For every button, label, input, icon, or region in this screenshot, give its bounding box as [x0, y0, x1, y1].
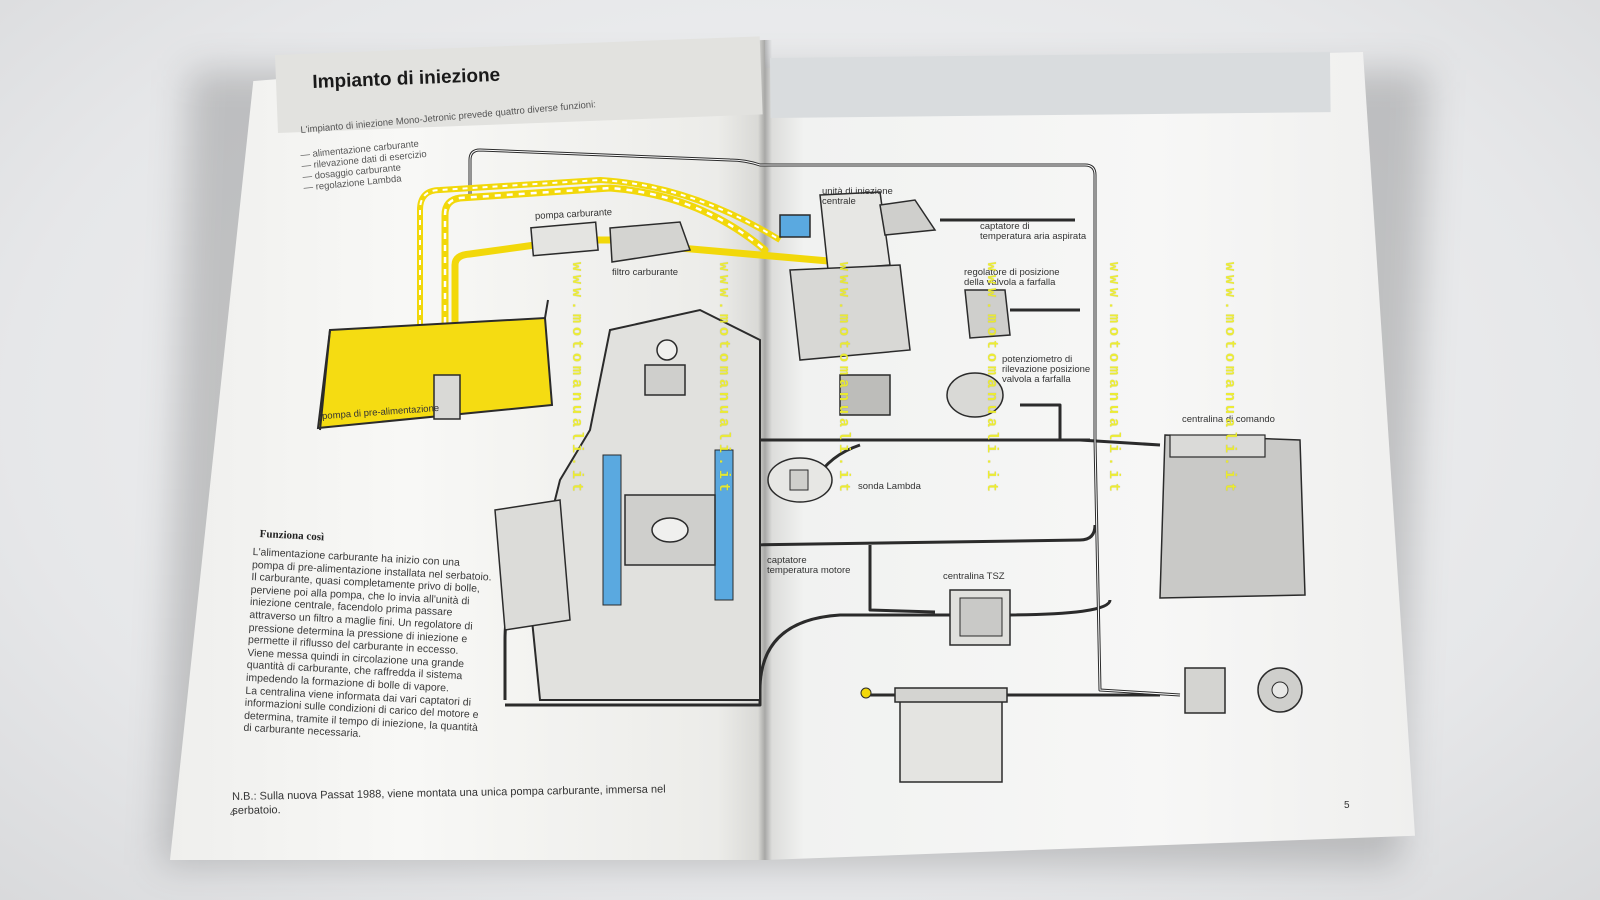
- label-injection-unit-1: unità di iniezione: [822, 186, 893, 197]
- label-potentiometer-3: valvola a farfalla: [1002, 374, 1071, 385]
- body-paragraph: L'alimentazione carburante ha inizio con…: [247, 546, 492, 658]
- label-tsz-unit: centralina TSZ: [943, 571, 1005, 582]
- label-potentiometer-1: potenziometro di: [1002, 354, 1073, 365]
- label-control-unit: centralina di comando: [1182, 414, 1275, 425]
- watermark: www.motomanuali.it: [1105, 262, 1122, 497]
- label-potentiometer-2: rilevazione posizione: [1002, 364, 1091, 375]
- label-air-temp-2: temperatura aria aspirata: [980, 231, 1087, 242]
- watermark: www.motomanuali.it: [568, 262, 585, 497]
- label-fuel-filter: filtro carburante: [612, 267, 679, 278]
- label-engine-temp-2: temperatura motore: [767, 565, 851, 576]
- label-throttle-regulator-2: della valvola a farfalla: [964, 277, 1056, 288]
- watermark: www.motomanuali.it: [715, 262, 732, 497]
- label-air-temp-1: captatore di: [980, 221, 1030, 232]
- page-number-right: 5: [1344, 800, 1350, 811]
- watermark: www.motomanuali.it: [983, 262, 1000, 497]
- label-throttle-regulator-1: regolatore di posizione: [964, 267, 1060, 278]
- body-text: L'alimentazione carburante ha inizio con…: [243, 546, 493, 747]
- watermark: www.motomanuali.it: [835, 262, 852, 497]
- watermark: www.motomanuali.it: [1221, 262, 1238, 497]
- label-injection-unit-2: centrale: [822, 196, 856, 207]
- label-lambda-sensor: sonda Lambda: [858, 481, 921, 492]
- label-engine-temp-1: captatore: [767, 555, 807, 566]
- page-number-left: 4: [230, 808, 236, 818]
- right-page: [765, 52, 1415, 860]
